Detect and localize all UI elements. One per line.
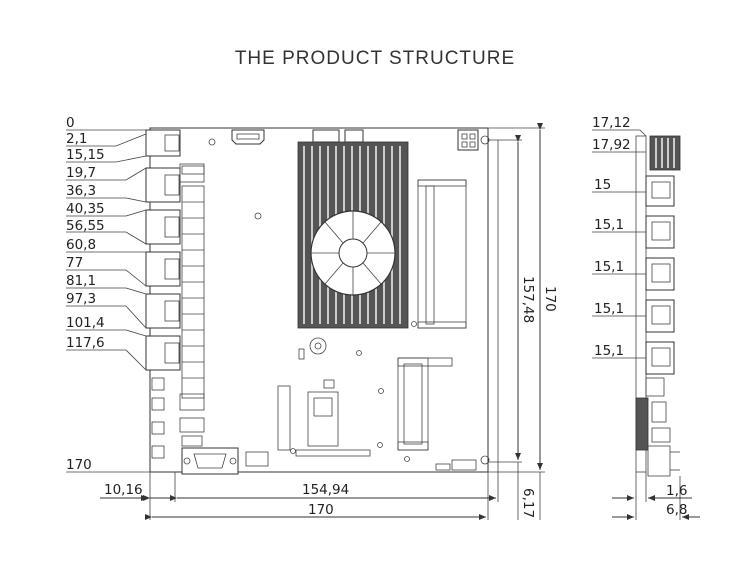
dim-label: 15,15 xyxy=(66,147,105,163)
atx-power-connector xyxy=(457,129,479,151)
side-connector xyxy=(635,397,649,451)
side-dim-label: 15 xyxy=(594,177,611,193)
dim-label: 19,7 xyxy=(66,165,96,181)
dim-label: 0 xyxy=(66,115,75,131)
side-dim-label: 17,92 xyxy=(592,137,631,153)
dim-label: 40,35 xyxy=(66,201,105,217)
bottom-header xyxy=(181,435,203,447)
dim-label: 56,55 xyxy=(66,218,105,234)
motherboard-top-view xyxy=(145,127,490,475)
side-dim-label: 15,1 xyxy=(594,259,624,275)
cmos-battery xyxy=(309,337,327,355)
hdmi-connector xyxy=(231,129,265,145)
side-dim-label: 17,12 xyxy=(592,115,631,131)
bottom-header xyxy=(295,449,371,457)
dim-label: 2,1 xyxy=(66,131,87,147)
dim-label-overall-height: 170 xyxy=(542,286,558,312)
left-dimension-stack: 0 2,1 15,15 19,7 36,3 40,35 56,55 60,8 7… xyxy=(66,115,150,473)
power-header xyxy=(344,129,364,143)
compact-flash-slot xyxy=(397,357,453,451)
side-heatsink xyxy=(649,135,681,171)
rear-io-ports xyxy=(145,129,181,371)
lan-magnetics-column xyxy=(179,163,205,433)
so-dimm-slot xyxy=(417,179,467,329)
bottom-dimensions: 10,16 154,94 170 xyxy=(100,462,499,520)
dim-label: 77 xyxy=(66,255,83,271)
side-dim-label: 15,1 xyxy=(594,217,624,233)
dim-label: 117,6 xyxy=(66,335,105,351)
bottom-header xyxy=(451,459,477,471)
bottom-header xyxy=(245,451,269,467)
dim-label: 97,3 xyxy=(66,291,96,307)
sim-card-slot xyxy=(277,379,339,451)
vga-connector xyxy=(181,447,239,475)
fan-header xyxy=(312,129,340,143)
dim-label-bottom-gap: 6,17 xyxy=(520,488,536,518)
cpu-heatsink xyxy=(297,141,409,329)
page-title: THE PRODUCT STRUCTURE xyxy=(234,48,516,69)
dim-label: 36,3 xyxy=(66,183,96,199)
dim-label: 101,4 xyxy=(66,315,105,331)
dim-label-offset: 10,16 xyxy=(104,482,143,498)
dim-label-inner-width: 154,94 xyxy=(302,482,349,498)
side-dim-label: 6,8 xyxy=(666,502,687,518)
side-dim-label: 15,1 xyxy=(594,343,624,359)
mounting-hole xyxy=(480,455,490,465)
side-view: 17,12 17,92 15 15,1 15,1 15,1 15,1 1,6 6… xyxy=(592,115,700,520)
dim-label-overall-width: 170 xyxy=(308,502,334,518)
dim-label: 81,1 xyxy=(66,273,96,289)
mounting-hole xyxy=(254,212,262,220)
pin-header xyxy=(181,165,205,175)
mounting-hole xyxy=(208,138,216,146)
dim-label: 60,8 xyxy=(66,237,96,253)
side-dim-label: 1,6 xyxy=(666,483,687,499)
dim-label-inner-height: 157,48 xyxy=(520,276,536,323)
side-dim-label: 15,1 xyxy=(594,301,624,317)
dim-label: 170 xyxy=(66,457,92,473)
